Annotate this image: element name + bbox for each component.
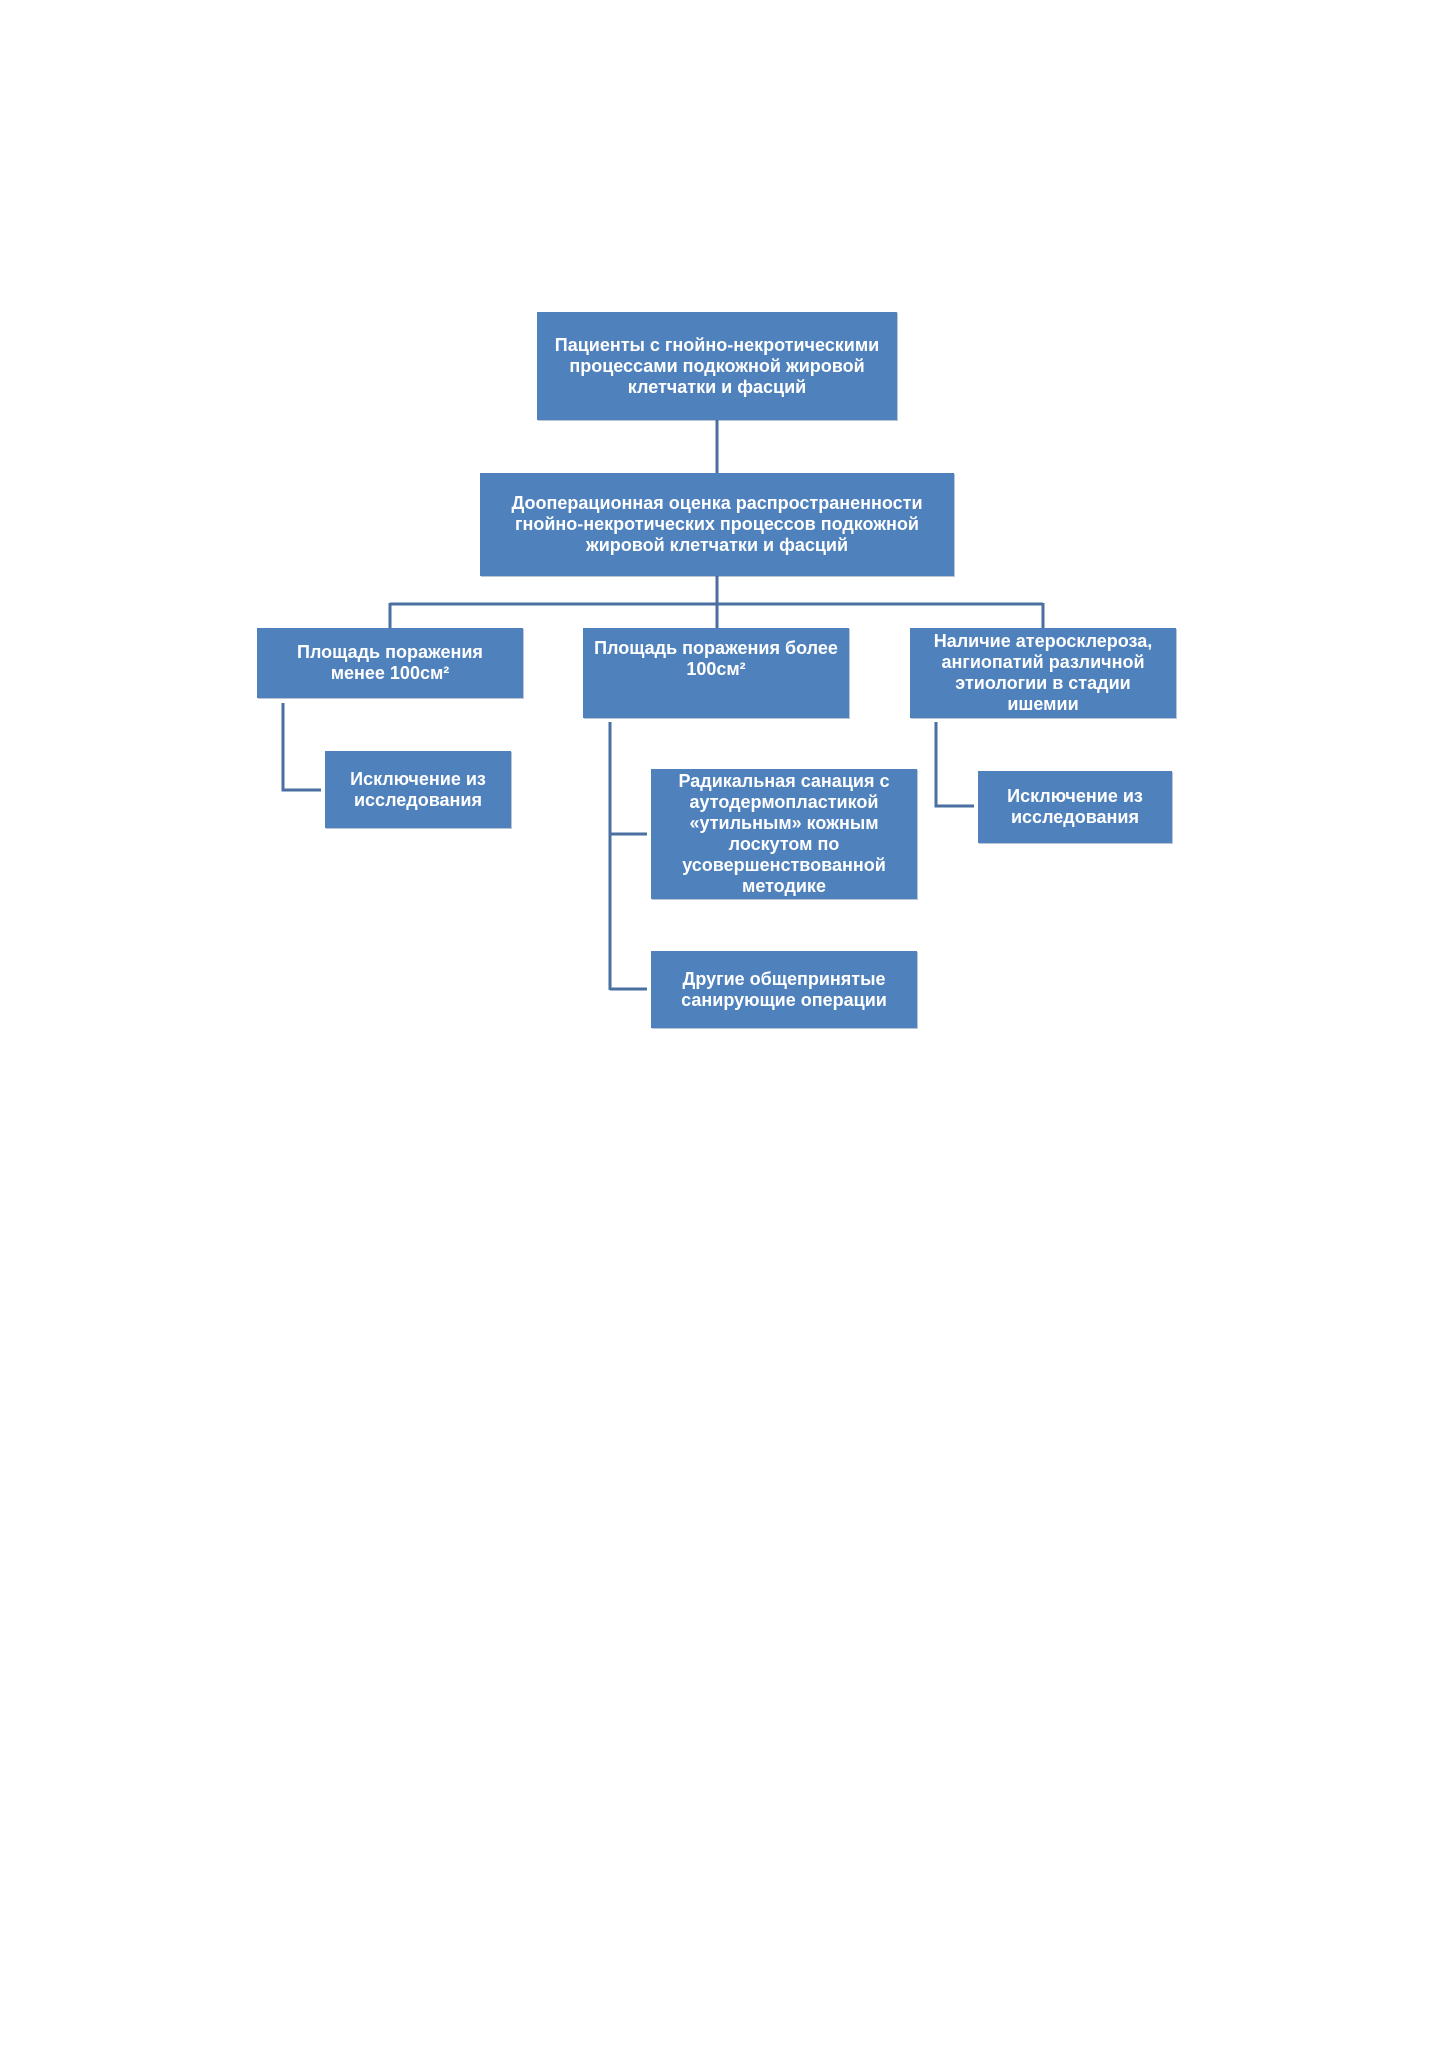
node-preoperative-assessment: Дооперационная оценка распространенности… [480,473,954,576]
node-other-operations: Другие общепринятые санирующие операции [651,951,917,1028]
node-patients: Пациенты с гнойно-некротическими процесс… [537,312,897,420]
node-exclusion-1: Исключение из исследования [325,751,511,828]
node-area-less-100: Площадь поражения менее 100см² [257,628,523,698]
connector-less-exclusion [281,703,321,792]
connector-athero-exclusion [934,722,974,808]
node-exclusion-2: Исключение из исследования [978,771,1172,843]
node-atherosclerosis: Наличие атеросклероза, ангиопатий различ… [910,628,1176,718]
node-area-more-100: Площадь поражения более 100см² [583,628,849,718]
node-radical-sanation: Радикальная санация с аутодермопластикой… [651,769,917,899]
